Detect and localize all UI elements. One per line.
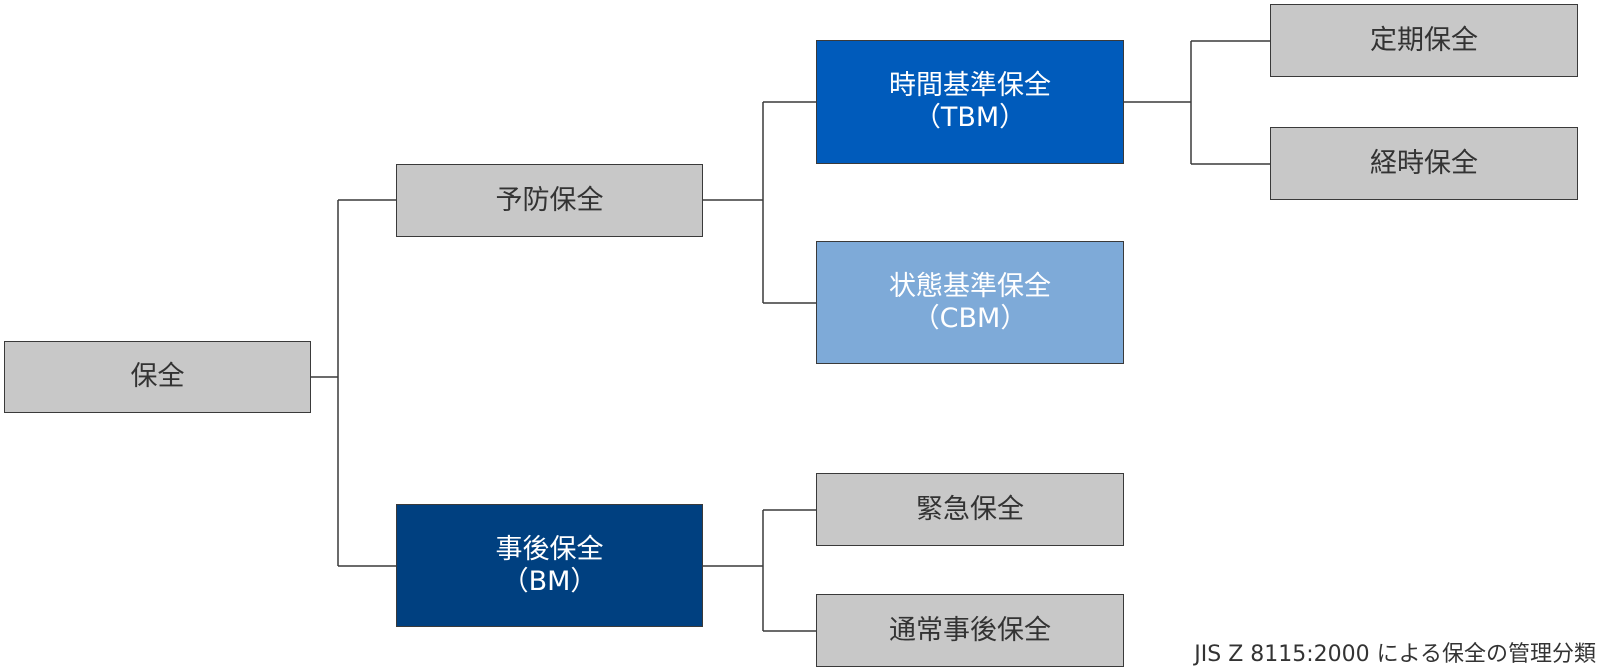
- node-emergency-maintenance: 緊急保全: [816, 473, 1124, 546]
- node-condition-based-maintenance: 状態基準保全 （CBM）: [816, 241, 1124, 364]
- node-periodic-maintenance: 定期保全: [1270, 4, 1578, 77]
- node-time-based-maintenance-abbr: （TBM）: [913, 102, 1027, 133]
- node-hozen: 保全: [4, 341, 311, 413]
- node-normal-breakdown-maintenance-label: 通常事後保全: [889, 614, 1051, 646]
- node-breakdown-maintenance-abbr: （BM）: [501, 565, 598, 597]
- node-condition-based-maintenance-label: 状態基準保全: [889, 270, 1051, 302]
- node-condition-based-maintenance-abbr: （CBM）: [912, 302, 1028, 334]
- node-preventive-maintenance: 予防保全: [396, 164, 703, 237]
- node-normal-breakdown-maintenance: 通常事後保全: [816, 594, 1124, 667]
- node-breakdown-maintenance: 事後保全 （BM）: [396, 504, 703, 627]
- node-hozen-label: 保全: [130, 361, 185, 392]
- node-emergency-maintenance-label: 緊急保全: [916, 493, 1024, 525]
- diagram-caption: JIS Z 8115:2000 による保全の管理分類: [1194, 642, 1596, 667]
- node-breakdown-maintenance-label: 事後保全: [495, 533, 604, 565]
- node-time-based-maintenance-label: 時間基準保全: [889, 70, 1051, 101]
- node-time-based-maintenance: 時間基準保全 （TBM）: [816, 40, 1124, 164]
- node-periodic-maintenance-label: 定期保全: [1370, 24, 1478, 56]
- node-age-based-maintenance-label: 経時保全: [1370, 147, 1478, 179]
- node-preventive-maintenance-label: 予防保全: [495, 184, 604, 216]
- node-age-based-maintenance: 経時保全: [1270, 127, 1578, 200]
